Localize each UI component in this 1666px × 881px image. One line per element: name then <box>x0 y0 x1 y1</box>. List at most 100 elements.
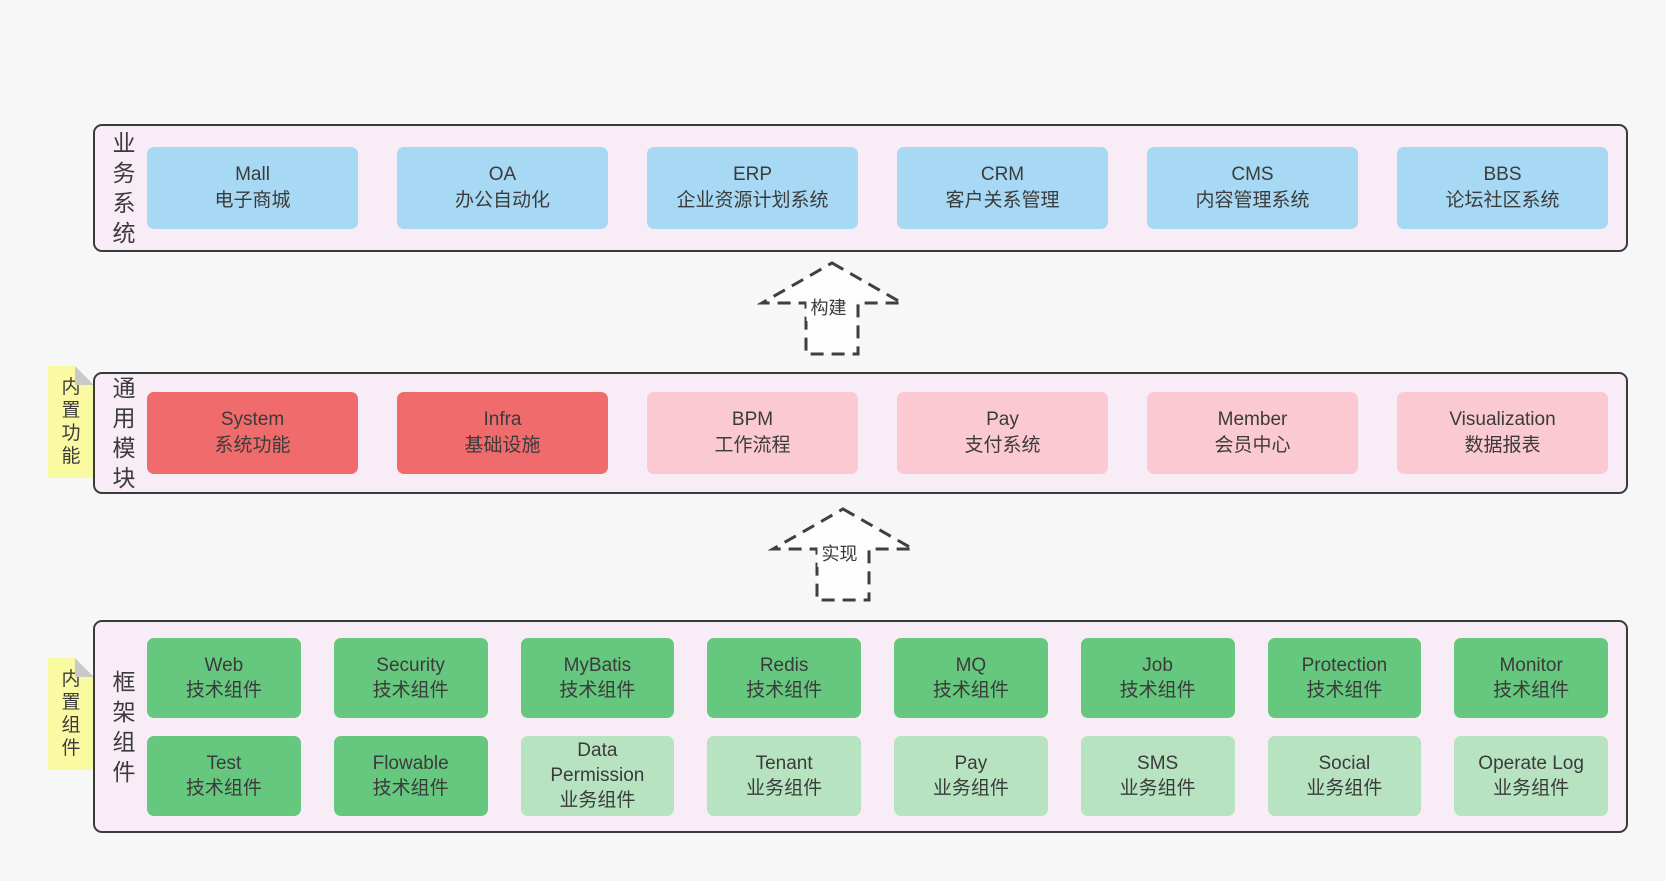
folded-corner-icon <box>75 366 94 385</box>
component-grid: Web 技术组件 Security 技术组件 MyBatis 技术组件 Redi… <box>147 637 1608 816</box>
box-title: Security <box>376 654 445 676</box>
box-bbs: BBS 论坛社区系统 <box>1397 147 1608 229</box>
box-pay-business: Pay 业务组件 <box>894 735 1048 816</box>
box-subtitle: 技术组件 <box>1119 679 1196 701</box>
box-security: Security 技术组件 <box>333 637 488 718</box>
box-title: Monitor <box>1499 654 1563 676</box>
box-title: Member <box>1217 409 1288 430</box>
business-boxes: Mall 电子商城 OA 办公自动化 ERP 企业资源计划系统 CRM 客户关系… <box>147 147 1608 229</box>
box-title: Web <box>204 654 244 676</box>
layer-label: 业务系统 <box>112 130 136 246</box>
box-subtitle: 业务组件 <box>1119 777 1196 799</box>
box-monitor: Monitor 技术组件 <box>1454 637 1608 718</box>
box-subtitle: 技术组件 <box>185 679 262 701</box>
box-title: MyBatis <box>563 654 632 676</box>
box-subtitle: 技术组件 <box>185 777 262 799</box>
arrow-label: 实现 <box>817 539 862 567</box>
module-boxes: System 系统功能 Infra 基础设施 BPM 工作流程 Pay 支付系统… <box>147 392 1608 474</box>
box-title: Visualization <box>1449 409 1556 430</box>
box-subtitle: 技术组件 <box>1493 679 1570 701</box>
box-mall: Mall 电子商城 <box>147 147 358 229</box>
box-title: Pay <box>986 409 1019 430</box>
box-pay: Pay 支付系统 <box>897 392 1108 474</box>
box-title: CRM <box>980 164 1025 185</box>
box-mq: MQ 技术组件 <box>894 637 1048 718</box>
layer-common-modules: 通用模块 System 系统功能 Infra 基础设施 BPM 工作流程 Pay… <box>93 372 1628 494</box>
box-job: Job 技术组件 <box>1080 637 1235 718</box>
box-title: Mall <box>235 164 270 185</box>
layer-business-systems: 业务系统 Mall 电子商城 OA 办公自动化 ERP 企业资源计划系统 CRM… <box>93 124 1628 252</box>
box-protection: Protection 技术组件 <box>1267 637 1422 718</box>
sticky-note-builtin-features: 内置功能 <box>48 366 94 478</box>
component-row-1: Web 技术组件 Security 技术组件 MyBatis 技术组件 Redi… <box>147 637 1608 718</box>
layer-framework-components: 框架组件 Web 技术组件 Security 技术组件 MyBatis 技术组件… <box>93 620 1628 833</box>
box-title: Social <box>1318 752 1371 774</box>
arrow-label: 构建 <box>806 293 851 321</box>
box-title: Job <box>1142 654 1173 676</box>
box-title: System <box>220 409 285 430</box>
box-title: Protection <box>1301 654 1388 676</box>
box-infra: Infra 基础设施 <box>397 392 608 474</box>
box-title: MQ <box>955 654 987 676</box>
box-oa: OA 办公自动化 <box>397 147 608 229</box>
box-title: Tenant <box>755 752 813 774</box>
box-title: OA <box>488 164 517 185</box>
box-title: Test <box>206 752 242 774</box>
build-arrow: 构建 <box>756 260 908 358</box>
box-redis: Redis 技术组件 <box>707 637 861 718</box>
box-system: System 系统功能 <box>147 392 358 474</box>
box-social: Social 业务组件 <box>1267 735 1422 816</box>
box-tenant: Tenant 业务组件 <box>707 735 861 816</box>
sticky-note-builtin-components: 内置组件 <box>48 658 94 770</box>
sticky-note-label: 内置组件 <box>61 669 81 759</box>
box-subtitle: 内容管理系统 <box>1195 190 1310 211</box>
box-title: Data Permission <box>550 740 645 786</box>
box-title: ERP <box>732 164 773 185</box>
box-subtitle: 基础设施 <box>464 435 541 456</box>
box-erp: ERP 企业资源计划系统 <box>647 147 858 229</box>
box-subtitle: 客户关系管理 <box>945 190 1060 211</box>
box-operate-log: Operate Log 业务组件 <box>1454 735 1608 816</box>
box-title: Infra <box>483 409 522 430</box>
box-subtitle: 技术组件 <box>1306 679 1383 701</box>
layer-label: 框架组件 <box>112 668 136 785</box>
box-flowable: Flowable 技术组件 <box>333 735 488 816</box>
box-subtitle: 业务组件 <box>746 777 823 799</box>
box-title: Pay <box>954 752 988 774</box>
box-subtitle: 技术组件 <box>372 679 449 701</box>
box-subtitle: 支付系统 <box>964 435 1041 456</box>
box-sms: SMS 业务组件 <box>1080 735 1235 816</box>
folded-corner-icon <box>75 658 94 677</box>
box-title: BPM <box>731 409 774 430</box>
box-subtitle: 技术组件 <box>372 777 449 799</box>
box-member: Member 会员中心 <box>1147 392 1358 474</box>
box-test: Test 技术组件 <box>147 735 301 816</box>
box-data-permission: Data Permission 业务组件 <box>520 735 675 816</box>
box-subtitle: 业务组件 <box>1306 777 1383 799</box>
component-row-2: Test 技术组件 Flowable 技术组件 Data Permission … <box>147 735 1608 816</box>
box-title: BBS <box>1483 164 1522 185</box>
box-subtitle: 技术组件 <box>746 679 823 701</box>
implement-arrow: 实现 <box>767 506 919 604</box>
box-subtitle: 业务组件 <box>1493 777 1570 799</box>
box-title: CMS <box>1231 164 1274 185</box>
box-subtitle: 业务组件 <box>932 777 1009 799</box>
layer-label: 通用模块 <box>112 375 136 491</box>
box-subtitle: 系统功能 <box>214 435 291 456</box>
box-cms: CMS 内容管理系统 <box>1147 147 1358 229</box>
box-visualization: Visualization 数据报表 <box>1397 392 1608 474</box>
box-subtitle: 数据报表 <box>1464 435 1541 456</box>
box-subtitle: 技术组件 <box>559 679 636 701</box>
box-subtitle: 企业资源计划系统 <box>676 190 829 211</box>
box-subtitle: 办公自动化 <box>454 190 550 211</box>
box-web: Web 技术组件 <box>147 637 301 718</box>
box-mybatis: MyBatis 技术组件 <box>520 637 675 718</box>
box-subtitle: 工作流程 <box>714 435 791 456</box>
box-title: Flowable <box>372 752 449 774</box>
sticky-note-label: 内置功能 <box>61 377 81 467</box>
box-title: Operate Log <box>1478 752 1584 774</box>
box-subtitle: 技术组件 <box>932 679 1009 701</box>
box-subtitle: 论坛社区系统 <box>1445 190 1560 211</box>
box-crm: CRM 客户关系管理 <box>897 147 1108 229</box>
